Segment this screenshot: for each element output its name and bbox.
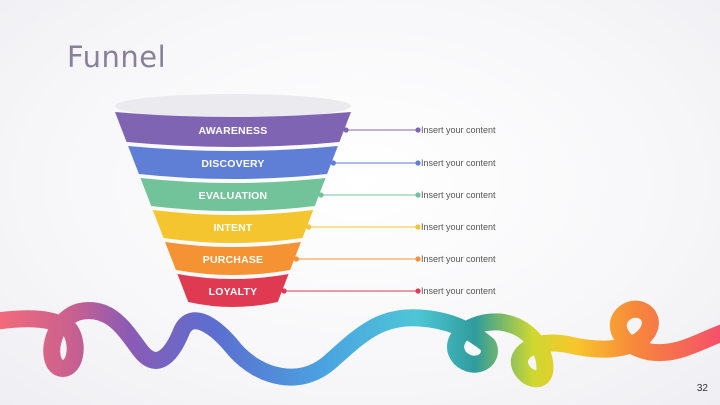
- funnel-stage-purchase: [165, 242, 301, 275]
- connector-start-dot: [318, 192, 324, 198]
- funnel-stage-label: EVALUATION: [199, 190, 268, 202]
- funnel-stage-label: INTENT: [213, 222, 252, 234]
- connector-end-dot: [415, 127, 421, 133]
- funnel-stage-intent: [152, 210, 314, 243]
- page-number: 32: [696, 383, 708, 394]
- connector-end-dot: [415, 224, 421, 230]
- connector-start-dot: [281, 288, 287, 294]
- connector-end-dot: [415, 256, 421, 262]
- funnel-stage-label: DISCOVERY: [201, 158, 264, 170]
- slide-title: Funnel: [67, 40, 167, 74]
- funnel-stage-label: PURCHASE: [203, 254, 264, 266]
- connector-end-dot: [415, 160, 421, 166]
- stage-note: Insert your content: [421, 125, 496, 135]
- funnel-stage-loyalty: [177, 274, 289, 307]
- connector-start-dot: [306, 224, 312, 230]
- funnel-rim: [115, 94, 351, 118]
- connector-start-dot: [293, 256, 299, 262]
- connector-end-dot: [415, 288, 421, 294]
- stage-note: Insert your content: [421, 158, 496, 168]
- funnel-stage-evaluation: [140, 178, 326, 211]
- stage-note: Insert your content: [421, 190, 496, 200]
- funnel-stage-awareness: [115, 112, 351, 147]
- funnel-stage-label: AWARENESS: [199, 125, 268, 137]
- funnel-stage-label: LOYALTY: [209, 286, 258, 298]
- stage-note: Insert your content: [421, 286, 496, 296]
- connector-start-dot: [330, 160, 336, 166]
- funnel-stage-discovery: [128, 146, 338, 179]
- connector-start-dot: [343, 127, 349, 133]
- stage-note: Insert your content: [421, 222, 496, 232]
- stage-note: Insert your content: [421, 254, 496, 264]
- connector-end-dot: [415, 192, 421, 198]
